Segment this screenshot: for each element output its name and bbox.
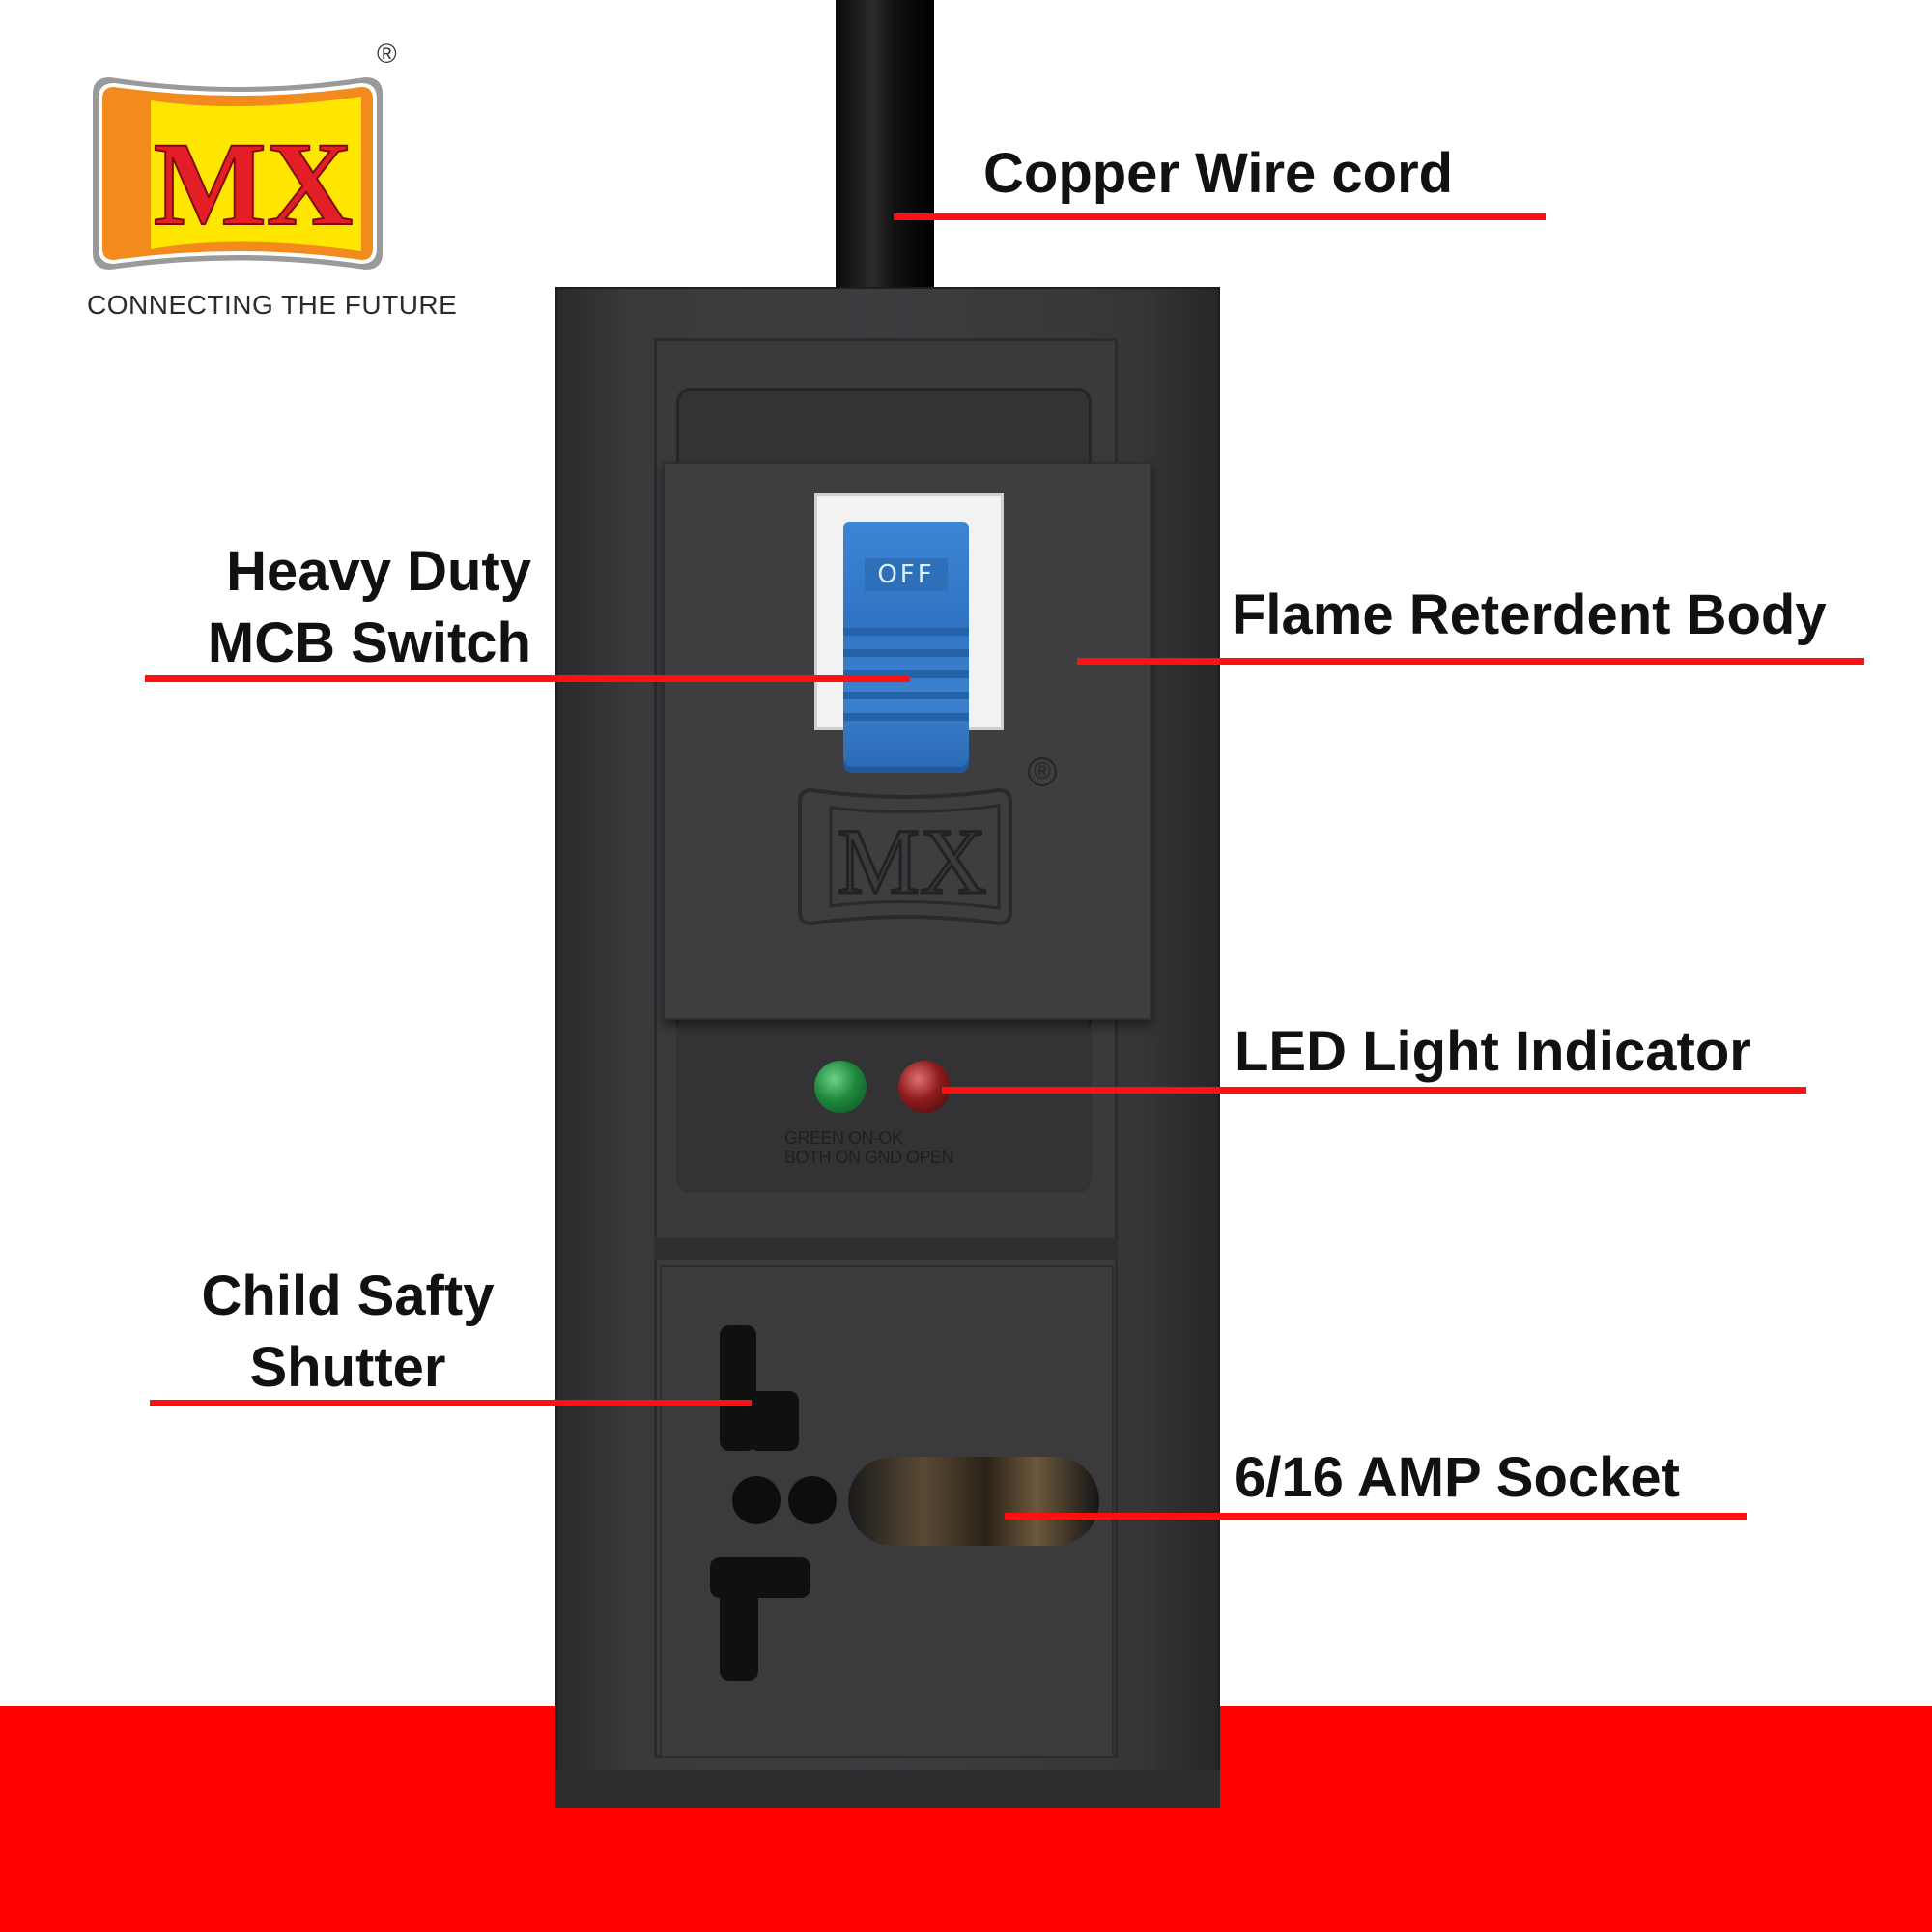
- led-caption: GREEN ON-OK BOTH ON GND OPEN: [784, 1128, 954, 1167]
- callout-mcb-line2: MCB Switch: [207, 611, 531, 674]
- svg-text:MX: MX: [154, 118, 354, 250]
- led-caption-line1: GREEN ON-OK: [784, 1128, 903, 1148]
- socket-pin-hole-top-notch: [749, 1391, 799, 1451]
- leader-led-indicator: [942, 1087, 1806, 1094]
- copper-wire-cord: [836, 0, 934, 295]
- section-divider: [654, 1238, 1118, 1260]
- callout-child-line2: Shutter: [249, 1336, 446, 1399]
- switch-off-label: OFF: [865, 558, 948, 591]
- green-led-icon: [814, 1061, 867, 1113]
- callout-mcb: Heavy Duty MCB Switch: [145, 536, 531, 679]
- lever-ridge: [843, 628, 969, 636]
- lever-ridge: [843, 649, 969, 657]
- callout-led-indicator: LED Light Indicator: [1235, 1020, 1751, 1083]
- socket-round-hole: [732, 1476, 781, 1524]
- callout-copper-wire: Copper Wire cord: [983, 142, 1454, 205]
- callout-flame-body: Flame Reterdent Body: [1232, 583, 1827, 646]
- body-base: [555, 1770, 1220, 1808]
- callout-child-shutter: Child Safty Shutter: [174, 1261, 522, 1404]
- leader-mcb: [145, 675, 910, 682]
- callout-mcb-line1: Heavy Duty: [226, 540, 531, 603]
- socket-round-hole: [788, 1476, 837, 1524]
- led-caption-line2: BOTH ON GND OPEN: [784, 1148, 954, 1167]
- led-panel: [676, 1024, 1092, 1193]
- mx-logo: MX: [93, 77, 383, 270]
- socket-pin-hole-bottom: [720, 1557, 758, 1681]
- embossed-registered-mark: ®: [1028, 757, 1057, 786]
- svg-text:MX: MX: [838, 810, 987, 913]
- leader-child-shutter: [150, 1400, 752, 1406]
- embossed-mx-logo: MX: [798, 787, 1012, 926]
- registered-mark: ®: [377, 39, 397, 69]
- leader-socket: [1005, 1513, 1747, 1520]
- callout-socket: 6/16 AMP Socket: [1235, 1446, 1680, 1509]
- lever-ridge: [843, 670, 969, 678]
- leader-flame-body: [1077, 658, 1864, 665]
- callout-child-line1: Child Safty: [201, 1264, 495, 1327]
- lever-ridge: [843, 713, 969, 721]
- brand-tagline: CONNECTING THE FUTURE: [87, 290, 458, 320]
- lever-ridge: [843, 692, 969, 699]
- leader-copper-wire: [894, 213, 1546, 220]
- socket-wide-hole: [848, 1457, 1099, 1546]
